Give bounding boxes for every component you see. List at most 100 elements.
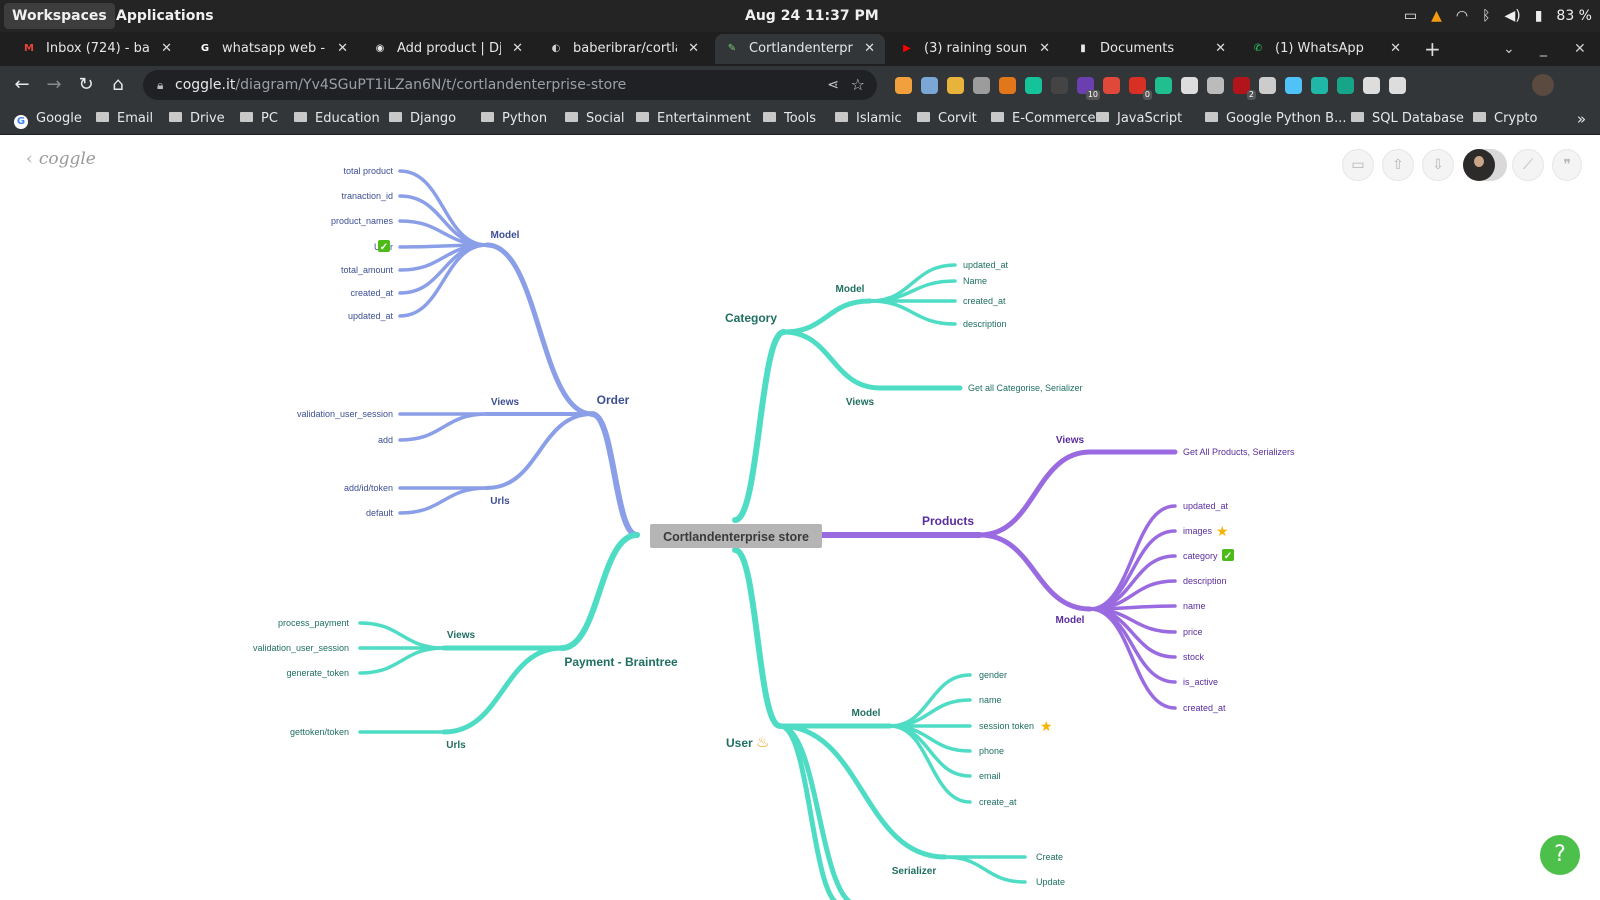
- refresh-ext-icon[interactable]: [1155, 76, 1172, 94]
- browser-tab[interactable]: ◉Add product | Djan✕: [363, 34, 533, 64]
- node-payment[interactable]: Payment - Braintree: [564, 655, 678, 669]
- node-user-serializer-item[interactable]: Update: [1036, 877, 1065, 887]
- close-tab-icon[interactable]: ✕: [1215, 41, 1226, 56]
- share-icon[interactable]: ⋖: [827, 77, 839, 93]
- node-user-model-item[interactable]: gender: [979, 670, 1007, 680]
- node-order-model-item[interactable]: total_amount: [341, 265, 394, 275]
- bookmark-pc[interactable]: PC: [240, 104, 278, 134]
- record-ext-icon[interactable]: 0: [1129, 76, 1152, 100]
- node-category[interactable]: Category: [725, 311, 777, 325]
- applications-menu[interactable]: Applications: [116, 8, 214, 24]
- metamask-ext-icon[interactable]: [999, 76, 1016, 94]
- close-tab-icon[interactable]: ✕: [688, 41, 699, 56]
- node-payment-urls-item[interactable]: gettoken/token: [290, 727, 349, 737]
- node-order-urls-item[interactable]: add/id/token: [344, 483, 393, 493]
- bookmark-entertainment[interactable]: Entertainment: [636, 104, 751, 134]
- node-user-serializer-item[interactable]: Create: [1036, 852, 1063, 862]
- minimize-icon[interactable]: _: [1540, 41, 1547, 57]
- node-category-model-item[interactable]: description: [963, 319, 1007, 329]
- bookmark-e-commerce[interactable]: E-Commerce: [991, 104, 1095, 134]
- close-tab-icon[interactable]: ✕: [1039, 41, 1050, 56]
- workspaces-button[interactable]: Workspaces: [4, 3, 115, 29]
- node-payment-views-item[interactable]: generate_token: [286, 668, 349, 678]
- node-products-model-item[interactable]: created_at: [1183, 703, 1226, 713]
- ublock-ext-icon[interactable]: 2: [1233, 76, 1256, 100]
- node-products-model-item[interactable]: updated_at: [1183, 501, 1229, 511]
- node-products-model-item[interactable]: stock: [1183, 652, 1205, 662]
- present-icon[interactable]: ▭: [1342, 149, 1374, 181]
- node-order-model-item[interactable]: product_names: [331, 216, 394, 226]
- tab-search-icon[interactable]: ⌄: [1503, 41, 1515, 57]
- node-user-model-item[interactable]: phone: [979, 746, 1004, 756]
- sidepanel-ext-icon[interactable]: [1389, 76, 1406, 94]
- volume-icon[interactable]: ◀): [1504, 8, 1521, 24]
- bookmark-javascript[interactable]: JavaScript: [1096, 104, 1182, 134]
- node-user-model-item[interactable]: create_at: [979, 797, 1017, 807]
- wifi-icon[interactable]: ◠: [1455, 8, 1469, 24]
- close-tab-icon[interactable]: ✕: [161, 41, 172, 56]
- node-category-model-item[interactable]: updated_at: [963, 260, 1009, 270]
- chevron-left-icon[interactable]: ‹: [26, 149, 33, 169]
- reload-icon[interactable]: ↻: [78, 74, 94, 95]
- node-payment-urls[interactable]: Urls: [446, 740, 466, 751]
- history-icon[interactable]: ⟋: [1512, 149, 1544, 181]
- node-user[interactable]: User: [726, 736, 753, 750]
- node-category-model-item[interactable]: Name: [963, 276, 987, 286]
- node-products-model[interactable]: Model: [1056, 615, 1085, 626]
- lock-icon[interactable]: 🔒︎: [157, 78, 164, 92]
- node-order-views-item[interactable]: validation_user_session: [297, 409, 393, 419]
- battery-icon[interactable]: ▮: [1534, 8, 1543, 24]
- node-products-views-item[interactable]: Get All Products, Serializers: [1183, 447, 1295, 457]
- bookmark-drive[interactable]: Drive: [169, 104, 225, 134]
- comments-icon[interactable]: ❞: [1552, 149, 1582, 181]
- g-ext-icon[interactable]: [1337, 76, 1354, 94]
- hourglass-ext-icon[interactable]: [895, 76, 912, 94]
- bookmark-education[interactable]: Education: [294, 104, 380, 134]
- node-user-serializer[interactable]: Serializer: [892, 866, 937, 877]
- browser-tab[interactable]: ✆(1) WhatsApp✕: [1241, 34, 1411, 64]
- gear-ext-icon[interactable]: [1259, 76, 1276, 94]
- node-category-views[interactable]: Views: [846, 397, 875, 408]
- puzzle-ext-icon[interactable]: [1363, 76, 1380, 94]
- node-products[interactable]: Products: [922, 514, 974, 528]
- node-products-model-item[interactable]: is_active: [1183, 677, 1218, 687]
- node-products-model-item[interactable]: price: [1183, 627, 1203, 637]
- collaborator-avatar[interactable]: [1463, 149, 1507, 181]
- browser-tab[interactable]: ◐baberibrar/cortlan✕: [539, 34, 709, 64]
- bookmark-email[interactable]: Email: [96, 104, 153, 134]
- pen-ext-icon[interactable]: [1181, 76, 1198, 94]
- node-order-model[interactable]: Model: [491, 230, 520, 241]
- s-ext-icon[interactable]: [1311, 76, 1328, 94]
- node-order-urls-item[interactable]: default: [366, 508, 394, 518]
- browser-tab[interactable]: ✎Cortlandenterprise✕: [715, 34, 885, 64]
- home-icon[interactable]: ⌂: [112, 74, 124, 95]
- node-order-urls[interactable]: Urls: [490, 496, 510, 507]
- bluetooth-icon[interactable]: ᛒ: [1482, 8, 1491, 24]
- profile-avatar[interactable]: [1532, 74, 1554, 96]
- node-order-model-item[interactable]: created_at: [350, 288, 393, 298]
- bookmark-social[interactable]: Social: [565, 104, 625, 134]
- node-user-model[interactable]: Model: [852, 708, 881, 719]
- bookmark-django[interactable]: Django: [389, 104, 456, 134]
- node-order[interactable]: Order: [597, 393, 630, 407]
- blocker-ext-icon[interactable]: [947, 76, 964, 94]
- grammarly-ext-icon[interactable]: [1025, 76, 1042, 94]
- close-window-icon[interactable]: ✕: [1574, 41, 1586, 57]
- node-user-model-item[interactable]: email: [979, 771, 1001, 781]
- node-category-model-item[interactable]: created_at: [963, 296, 1006, 306]
- dots-ext-icon[interactable]: [1051, 76, 1068, 94]
- download-icon[interactable]: ⇩: [1422, 149, 1454, 181]
- node-order-views[interactable]: Views: [491, 397, 520, 408]
- bookmark-islamic[interactable]: Islamic: [835, 104, 902, 134]
- node-payment-views[interactable]: Views: [447, 630, 476, 641]
- node-category-views-item[interactable]: Get all Categorise, Serializer: [968, 383, 1083, 393]
- new-tab-button[interactable]: +: [1424, 37, 1441, 61]
- node-payment-views-item[interactable]: validation_user_session: [253, 643, 349, 653]
- browser-tab[interactable]: ▶(3) raining sound f✕: [890, 34, 1060, 64]
- purple-ext-icon[interactable]: 10: [1077, 76, 1100, 100]
